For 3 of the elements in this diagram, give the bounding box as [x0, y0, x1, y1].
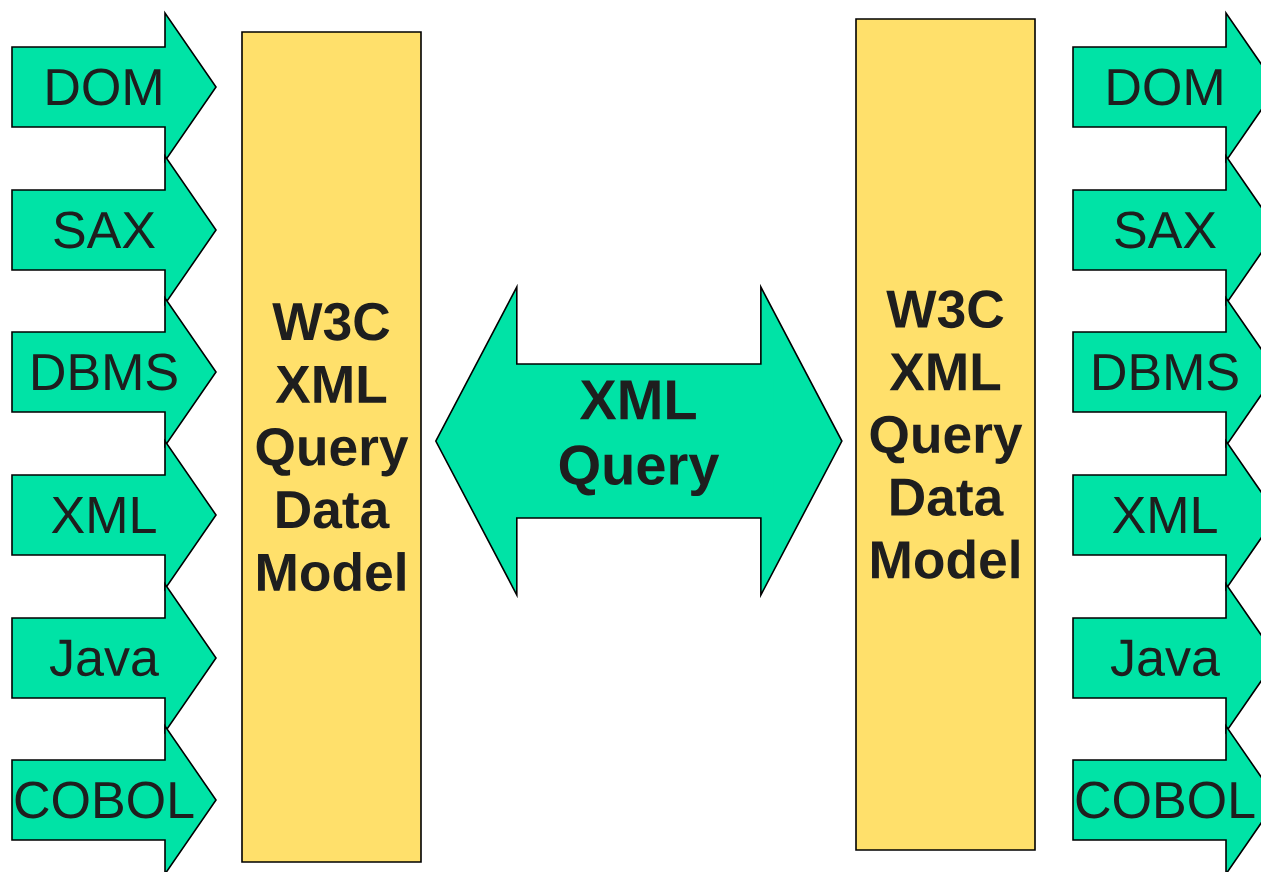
edge-label: XML Query [559, 380, 720, 497]
data-model-box: W3C XML Query Data Model [855, 18, 1036, 851]
data-model-box: W3C XML Query Data Model [241, 31, 422, 863]
